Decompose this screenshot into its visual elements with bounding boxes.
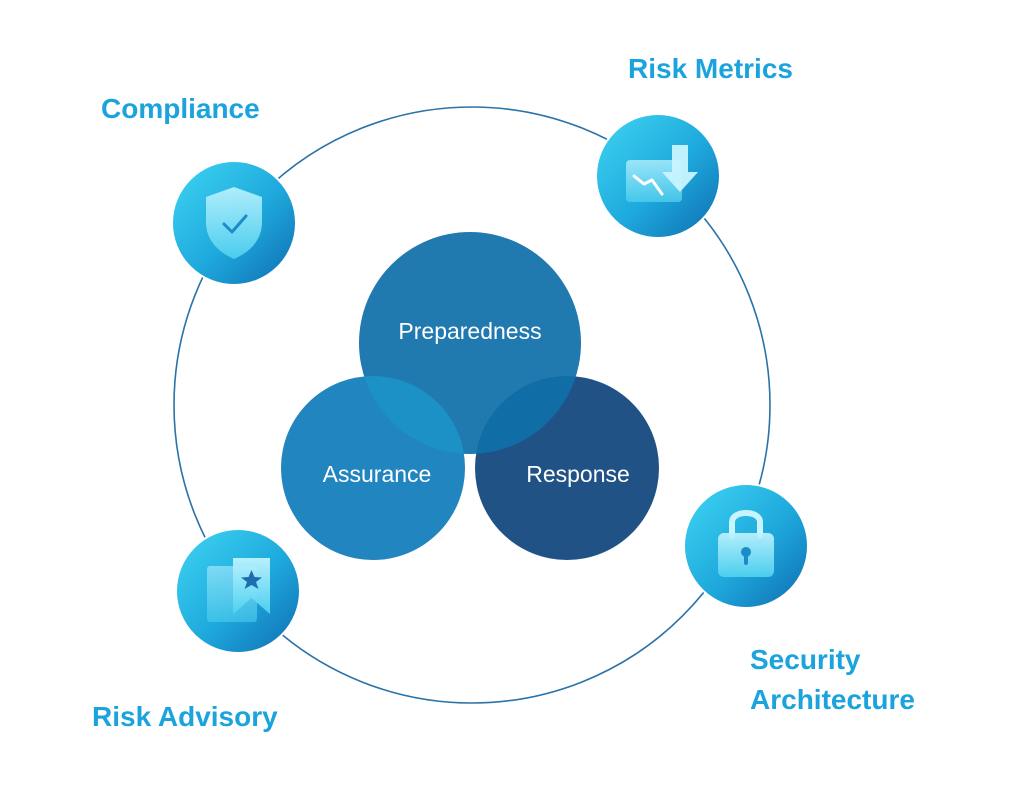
compliance-node[interactable] xyxy=(171,160,297,286)
response-label: Response xyxy=(526,461,630,487)
security-architecture-label-line-1: Security xyxy=(750,644,861,675)
venn-diagram xyxy=(281,232,659,560)
risk-metrics-label: Risk Metrics xyxy=(628,53,793,84)
assurance-overlap xyxy=(281,376,465,560)
chart-down-arrow-icon xyxy=(626,145,698,202)
security-architecture-label: Security Architecture xyxy=(750,640,915,720)
assurance-label: Assurance xyxy=(322,461,432,487)
preparedness-label: Preparedness xyxy=(398,318,542,344)
risk-advisory-node[interactable] xyxy=(175,528,301,654)
padlock-icon xyxy=(718,510,774,577)
shield-check-icon xyxy=(206,187,262,259)
bookmark-star-icon xyxy=(207,558,270,622)
security-architecture-label-line-2: Architecture xyxy=(750,684,915,715)
security-architecture-node[interactable] xyxy=(683,483,809,609)
compliance-label: Compliance xyxy=(101,93,260,124)
outer-ring xyxy=(173,106,771,704)
risk-advisory-label: Risk Advisory xyxy=(92,701,278,732)
risk-metrics-node[interactable] xyxy=(595,113,721,239)
